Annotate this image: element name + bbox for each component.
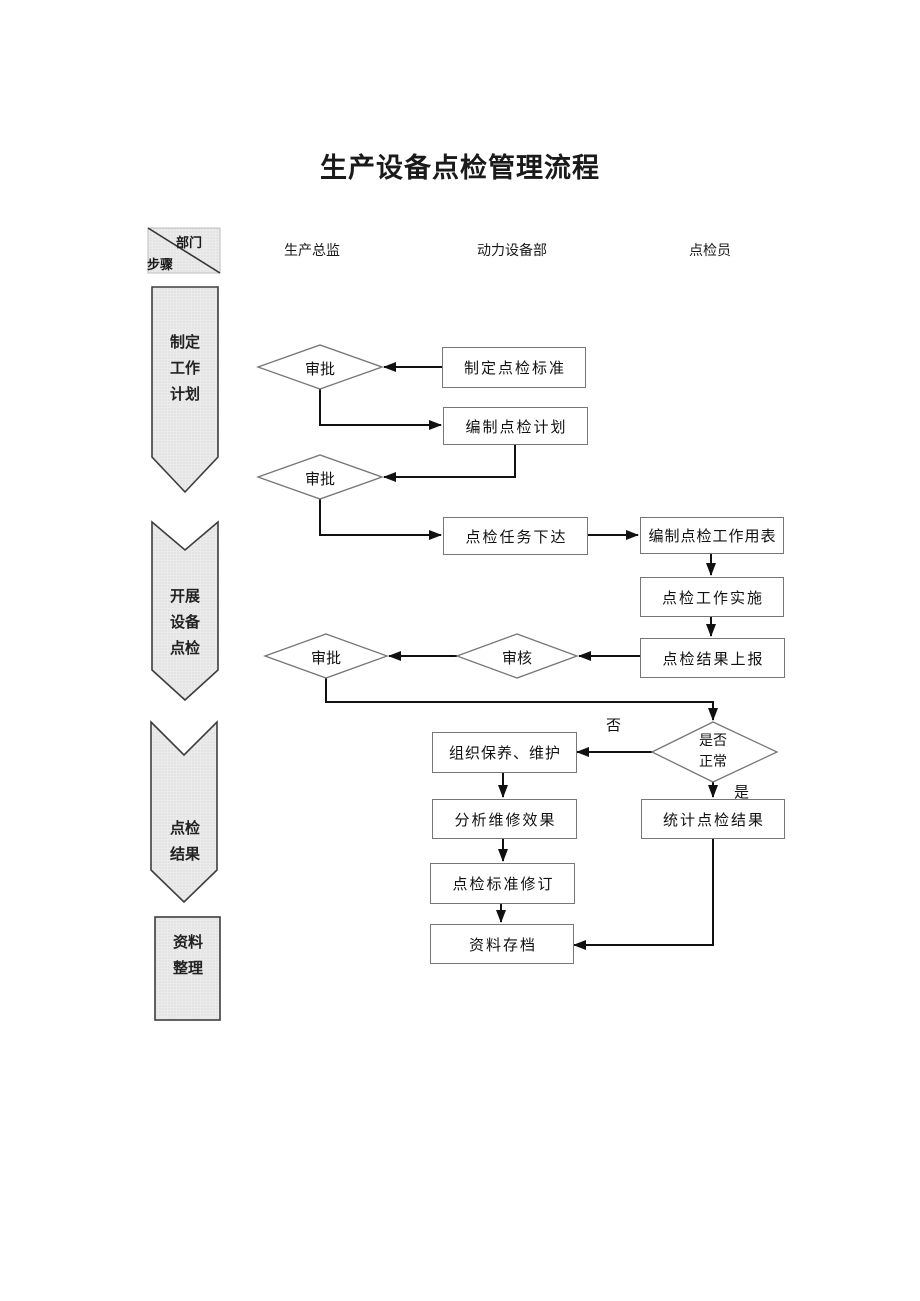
node-organize-maintenance: 组织保养、维护: [432, 732, 577, 773]
phase-label-line: 点检: [169, 641, 200, 657]
branch-label-yes: 是: [734, 785, 750, 801]
phase-label-line: 设备: [169, 615, 200, 631]
diamond-approve-1: [256, 344, 384, 390]
node-result-report: 点检结果上报: [640, 638, 785, 678]
phase-label-line: 资料: [172, 935, 203, 951]
phase-label-inspect: 开展 设备 点检: [152, 584, 218, 662]
node-archive: 资料存档: [430, 924, 574, 964]
node-approve-2-label: 审批: [304, 472, 335, 488]
node-stat-results: 统计点检结果: [641, 799, 785, 839]
node-approve-3-label: 审批: [310, 651, 341, 667]
phase-label-line: 计划: [169, 387, 200, 403]
node-task-release: 点检任务下达: [443, 517, 588, 555]
connector-plan-to-approve2: [383, 443, 516, 482]
connector-approve1-to-plan: [319, 389, 442, 430]
corner-step-label: 步骤: [147, 257, 174, 272]
phase-label-archive: 资料 整理: [155, 930, 221, 982]
node-revise-standard: 点检标准修订: [430, 863, 575, 904]
node-create-plan: 编制点检计划: [443, 407, 588, 445]
diamond-is-normal: [650, 721, 779, 783]
node-work-implement: 点检工作实施: [640, 577, 784, 617]
node-create-standard: 制定点检标准: [442, 347, 586, 388]
phase-shape-plan: [151, 286, 219, 494]
node-create-worksheet: 编制点检工作用表: [640, 517, 784, 554]
phase-label-result: 点检 结果: [152, 816, 218, 868]
phase-shape-archive: [154, 916, 221, 1021]
diamond-approve-3: [263, 633, 389, 679]
diamond-review: [455, 633, 579, 679]
connector-approve2-to-task: [319, 499, 442, 540]
page-title: 生产设备点检管理流程: [320, 153, 600, 183]
phase-label-line: 结果: [169, 847, 200, 863]
phase-shape-result: [150, 720, 218, 904]
is-normal-line2: 正常: [699, 755, 727, 770]
connector-stat-to-archive: [573, 837, 714, 950]
column-header-spot-checker: 点检员: [689, 242, 731, 258]
connector-approve3-to-isnormal: [325, 678, 718, 721]
corner-diagonal-line: [147, 227, 221, 274]
node-approve-1-label: 审批: [304, 362, 335, 378]
phase-label-line: 点检: [169, 821, 200, 837]
branch-label-no: 否: [606, 718, 622, 734]
node-is-normal-label: 是否 正常: [673, 731, 753, 773]
node-analyze-repair: 分析维修效果: [432, 799, 577, 839]
is-normal-line1: 是否: [699, 734, 727, 749]
diamond-approve-2: [256, 454, 384, 500]
corner-dept-label: 部门: [176, 235, 203, 250]
node-review-label: 审核: [501, 651, 532, 667]
phase-label-line: 开展: [169, 589, 200, 605]
column-header-power-equipment-dept: 动力设备部: [477, 242, 547, 258]
phase-label-line: 整理: [172, 961, 203, 977]
phase-label-plan: 制定 工作 计划: [152, 330, 218, 408]
phase-label-line: 制定: [169, 335, 200, 351]
column-header-production-director: 生产总监: [284, 242, 340, 258]
phase-shape-inspect: [151, 520, 219, 702]
phase-label-line: 工作: [169, 361, 200, 377]
